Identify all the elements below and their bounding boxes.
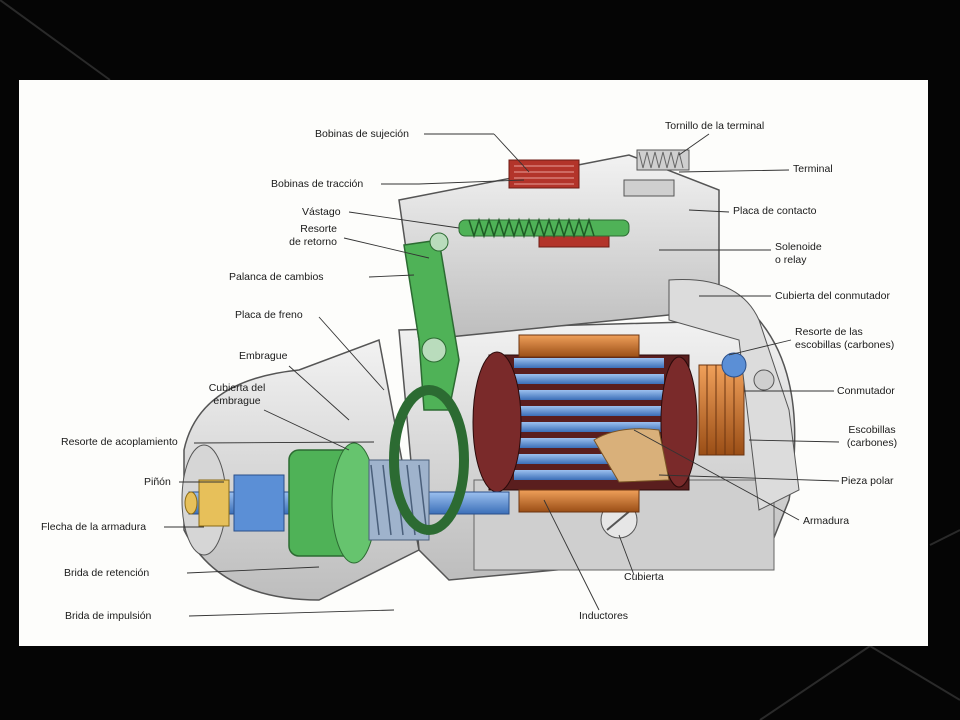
label-palanca-cambios: Palanca de cambios [229,271,324,283]
label-pieza-polar: Pieza polar [841,475,894,487]
label-resorte-escobillas-2: escobillas (carbones) [795,339,895,351]
armature-bars [514,358,664,480]
solenoid [398,149,720,341]
label-brida-impulsion: Brida de impulsión [65,610,152,622]
starter-motor-illustration [164,133,840,617]
label-terminal: Terminal [793,163,833,175]
label-inductores: Inductores [579,610,629,622]
label-cubierta: Cubierta [624,571,664,583]
leader-lines [164,133,840,617]
label-resorte-escobillas-1: Resorte de las [795,326,863,338]
label-conmutador: Conmutador [837,385,895,397]
label-vastago: Vástago [302,206,341,218]
label-escobillas-1: Escobillas [848,424,896,436]
label-brida-retencion: Brida de retención [64,567,150,579]
label-bobinas-sujecion: Bobinas de sujeción [315,128,409,140]
starter-motor-figure: Bobinas de sujeción Bobinas de tracción … [19,80,928,646]
label-cubierta-embrague-2: embrague [213,395,261,407]
label-solenoide-2: o relay [775,254,807,266]
label-solenoide-1: Solenoide [775,241,822,253]
label-armadura: Armadura [803,515,850,527]
label-pinon: Piñón [144,476,171,488]
shaft-assembly [184,385,510,564]
label-placa-contacto: Placa de contacto [733,205,817,217]
commutator-end-cover [668,279,800,511]
label-resorte-retorno-1: Resorte [300,223,337,235]
label-tornillo-terminal: Tornillo de la terminal [665,120,765,132]
commutator [698,364,745,456]
label-resorte-acoplamiento: Resorte de acoplamiento [61,436,178,448]
label-embrague: Embrague [239,350,288,362]
label-flecha-armadura: Flecha de la armadura [41,521,147,533]
label-bobinas-traccion: Bobinas de tracción [271,178,364,190]
label-placa-freno: Placa de freno [235,309,303,321]
label-resorte-retorno-2: de retorno [289,236,337,248]
label-cubierta-embrague-1: Cubierta del [208,382,266,394]
label-escobillas-2: (carbones) [846,437,898,449]
label-cubierta-conmutador: Cubierta del conmutador [775,290,890,302]
armature [472,334,698,513]
